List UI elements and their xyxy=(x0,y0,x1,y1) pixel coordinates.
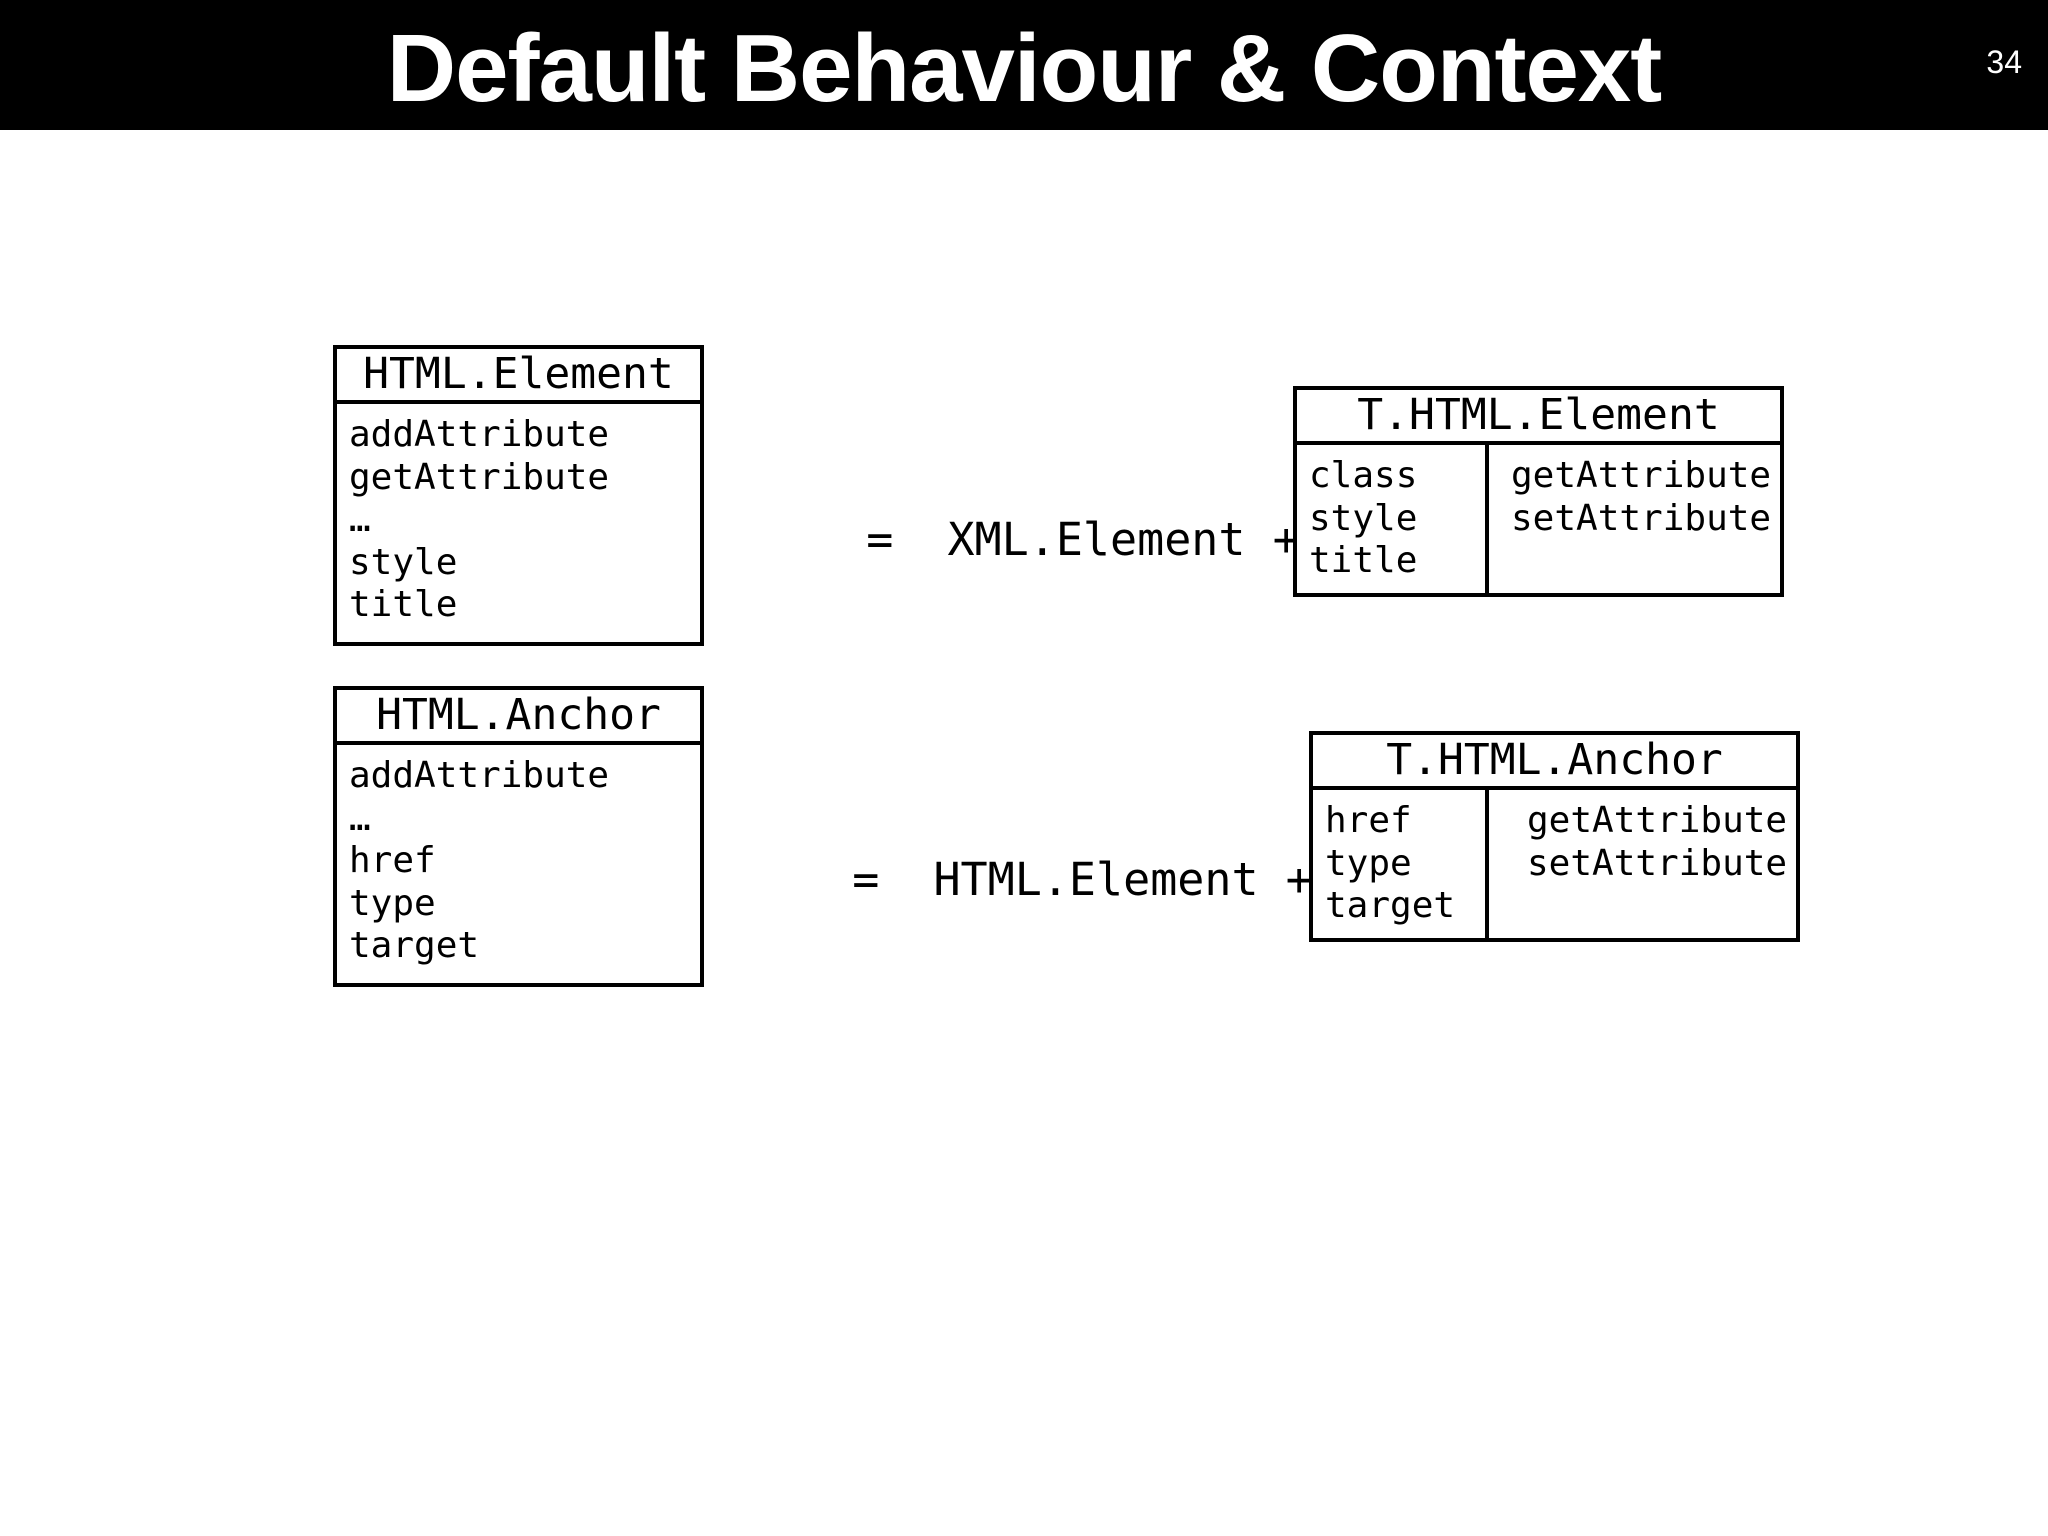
method-item: getAttribute xyxy=(1511,455,1772,496)
html-anchor-box: HTML.Anchor addAttribute … href type tar… xyxy=(333,686,704,987)
member-item: getAttribute xyxy=(349,456,610,498)
html-element-box-header: HTML.Element xyxy=(337,349,700,404)
t-html-anchor-box: T.HTML.Anchor href type target getAttrib… xyxy=(1309,731,1800,942)
methods-column: getAttribute setAttribute xyxy=(1511,455,1771,540)
attributes-column: href type target xyxy=(1325,800,1455,928)
attribute-item: type xyxy=(1325,842,1412,884)
attributes-column: class style title xyxy=(1309,455,1417,583)
t-html-element-box-header: T.HTML.Element xyxy=(1297,390,1780,445)
t-html-element-box-body: class style title getAttribute setAttrib… xyxy=(1297,445,1780,595)
member-item: style xyxy=(349,541,458,583)
attribute-item: title xyxy=(1309,540,1418,581)
html-element-box: HTML.Element addAttribute getAttribute …… xyxy=(333,345,704,646)
member-item: target xyxy=(349,925,480,966)
equation-row2: = HTML.Element + xyxy=(798,802,1313,906)
slide-number: 34 xyxy=(1986,44,2022,80)
equation-text: XML.Element + xyxy=(947,513,1300,566)
slide-title: Default Behaviour & Context xyxy=(386,15,1662,122)
methods-column: getAttribute setAttribute xyxy=(1527,800,1787,885)
attribute-item: class xyxy=(1309,455,1418,496)
html-anchor-box-header: HTML.Anchor xyxy=(337,690,700,745)
column-divider xyxy=(1485,445,1489,595)
member-item: href xyxy=(349,840,436,881)
member-item: addAttribute xyxy=(349,755,610,796)
equals-sign: = xyxy=(852,853,880,906)
title-bar: Default Behaviour & Context 34 xyxy=(0,0,2048,130)
member-item: addAttribute xyxy=(349,414,610,455)
equals-sign: = xyxy=(866,513,894,566)
method-item: setAttribute xyxy=(1527,842,1788,884)
t-html-anchor-box-body: href type target getAttribute setAttribu… xyxy=(1313,790,1796,940)
member-item: type xyxy=(349,882,436,924)
member-item: … xyxy=(349,797,371,839)
html-element-box-body: addAttribute getAttribute … style title xyxy=(337,404,700,627)
member-item: title xyxy=(349,584,458,625)
method-item: setAttribute xyxy=(1511,497,1772,539)
method-item: getAttribute xyxy=(1527,800,1788,841)
column-divider xyxy=(1485,790,1489,940)
attribute-item: target xyxy=(1325,885,1456,926)
t-html-element-box: T.HTML.Element class style title getAttr… xyxy=(1293,386,1784,597)
member-item: … xyxy=(349,499,371,540)
t-html-anchor-box-header: T.HTML.Anchor xyxy=(1313,735,1796,790)
equation-text: HTML.Element + xyxy=(933,853,1313,906)
attribute-item: style xyxy=(1309,497,1418,539)
html-anchor-box-body: addAttribute … href type target xyxy=(337,745,700,968)
attribute-item: href xyxy=(1325,800,1412,841)
equation-row1: = XML.Element + xyxy=(812,462,1300,566)
